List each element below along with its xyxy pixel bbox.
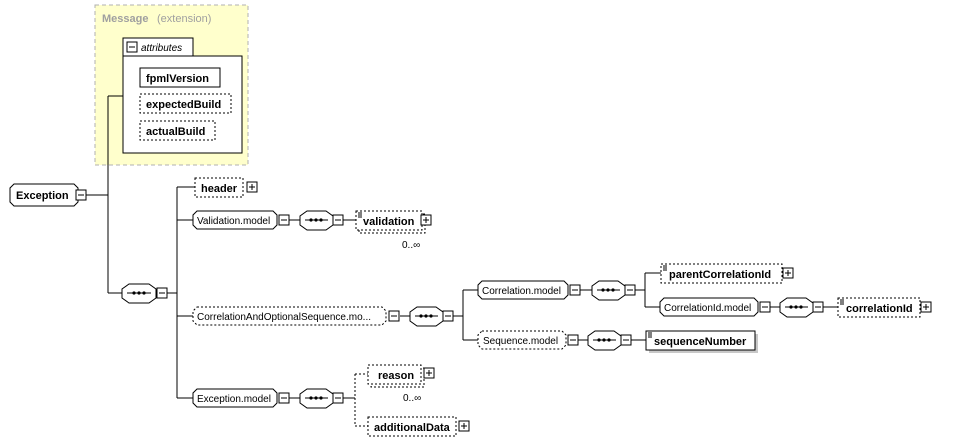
element-sequence-number[interactable]: sequenceNumber	[645, 330, 758, 353]
text-content-icon	[840, 299, 844, 305]
validation-sequence-compositor[interactable]	[299, 210, 344, 231]
additional-data-expand-icon[interactable]	[458, 420, 470, 432]
element-validation[interactable]: validation 0..∞	[355, 210, 432, 251]
group-correlation-model[interactable]: Correlation.model	[477, 280, 581, 300]
reason-occurrence: 0..∞	[403, 393, 421, 404]
element-reason[interactable]: reason 0..∞	[367, 364, 435, 404]
svg-text:correlationId: correlationId	[846, 303, 913, 315]
connector-lines	[86, 95, 838, 427]
text-content-icon	[663, 265, 667, 271]
sequence-collapse-icon[interactable]	[442, 310, 454, 322]
main-sequence-compositor[interactable]	[121, 283, 168, 304]
element-header[interactable]: header	[194, 177, 258, 198]
reason-expand-icon[interactable]	[423, 367, 435, 379]
svg-text:validation: validation	[363, 216, 415, 228]
group-exception-model[interactable]: Exception.model	[192, 388, 290, 408]
svg-text:Validation.model: Validation.model	[197, 216, 270, 227]
attributes-tab	[122, 37, 194, 57]
validation-occurrence: 0..∞	[402, 240, 420, 251]
correlation-id-sequence-compositor[interactable]	[779, 297, 824, 318]
attribute-actualbuild[interactable]: actualBuild	[139, 120, 216, 141]
sequence-collapse-icon[interactable]	[332, 392, 344, 404]
svg-text:actualBuild: actualBuild	[146, 126, 205, 138]
exception-model-collapse-icon[interactable]	[278, 392, 290, 404]
element-correlation-id[interactable]: correlationId	[837, 297, 932, 318]
attribute-expectedbuild[interactable]: expectedBuild	[139, 93, 232, 114]
sequence-collapse-icon[interactable]	[332, 214, 344, 226]
svg-text:CorrelationAndOptionalSequence: CorrelationAndOptionalSequence.mo...	[197, 312, 371, 323]
group-sequence-model[interactable]: Sequence.model	[477, 330, 579, 350]
text-content-icon	[358, 212, 362, 218]
group-correlation-and-optional-sequence[interactable]: CorrelationAndOptionalSequence.mo...	[192, 306, 400, 326]
correlation-sequence-compositor[interactable]	[591, 280, 636, 301]
sequence-model-collapse-icon[interactable]	[567, 334, 579, 346]
svg-text:parentCorrelationId: parentCorrelationId	[669, 269, 771, 281]
svg-text:Exception.model: Exception.model	[197, 394, 271, 405]
svg-text:sequenceNumber: sequenceNumber	[654, 336, 747, 348]
attributes-label: attributes	[141, 43, 182, 54]
svg-text:Correlation.model: Correlation.model	[482, 286, 561, 297]
group-validation-model[interactable]: Validation.model	[192, 210, 290, 230]
corr-opt-seq-collapse-icon[interactable]	[388, 310, 400, 322]
extension-subtitle: (extension)	[157, 13, 211, 25]
svg-text:CorrelationId.model: CorrelationId.model	[664, 303, 751, 314]
correlation-id-model-collapse-icon[interactable]	[759, 301, 771, 313]
element-parent-correlation-id[interactable]: parentCorrelationId	[660, 263, 794, 284]
validation-expand-icon[interactable]	[420, 214, 432, 226]
attributes-collapse-icon[interactable]	[126, 41, 138, 53]
sequence-collapse-icon[interactable]	[156, 287, 168, 299]
svg-text:Exception: Exception	[16, 190, 69, 202]
validation-model-collapse-icon[interactable]	[278, 214, 290, 226]
root-collapse-icon[interactable]	[75, 189, 87, 201]
root-element-exception[interactable]: Exception	[9, 183, 87, 207]
element-additional-data[interactable]: additionalData	[367, 416, 470, 437]
svg-text:fpmlVersion: fpmlVersion	[146, 73, 209, 85]
parent-correlation-id-expand-icon[interactable]	[782, 267, 794, 279]
extension-title: Message	[102, 13, 148, 25]
sequence-collapse-icon[interactable]	[812, 301, 824, 313]
svg-text:reason: reason	[378, 370, 414, 382]
group-correlation-id-model[interactable]: CorrelationId.model	[659, 297, 771, 317]
sequence-collapse-icon[interactable]	[620, 334, 632, 346]
sequence-model-sequence-compositor[interactable]	[587, 330, 632, 351]
sequence-collapse-icon[interactable]	[624, 284, 636, 296]
attribute-fpmlversion[interactable]: fpmlVersion	[139, 67, 221, 88]
correlation-model-collapse-icon[interactable]	[569, 284, 581, 296]
svg-text:expectedBuild: expectedBuild	[146, 99, 221, 111]
correlation-id-expand-icon[interactable]	[920, 301, 932, 313]
svg-text:Sequence.model: Sequence.model	[483, 336, 558, 347]
exception-sequence-compositor[interactable]	[299, 388, 344, 409]
extension-box: Message (extension) attributes fpmlVersi…	[94, 4, 249, 166]
corr-opt-sequence-compositor[interactable]	[409, 306, 454, 327]
text-content-icon	[648, 332, 652, 338]
svg-text:additionalData: additionalData	[374, 422, 451, 434]
svg-text:header: header	[201, 183, 238, 195]
header-expand-icon[interactable]	[246, 181, 258, 193]
